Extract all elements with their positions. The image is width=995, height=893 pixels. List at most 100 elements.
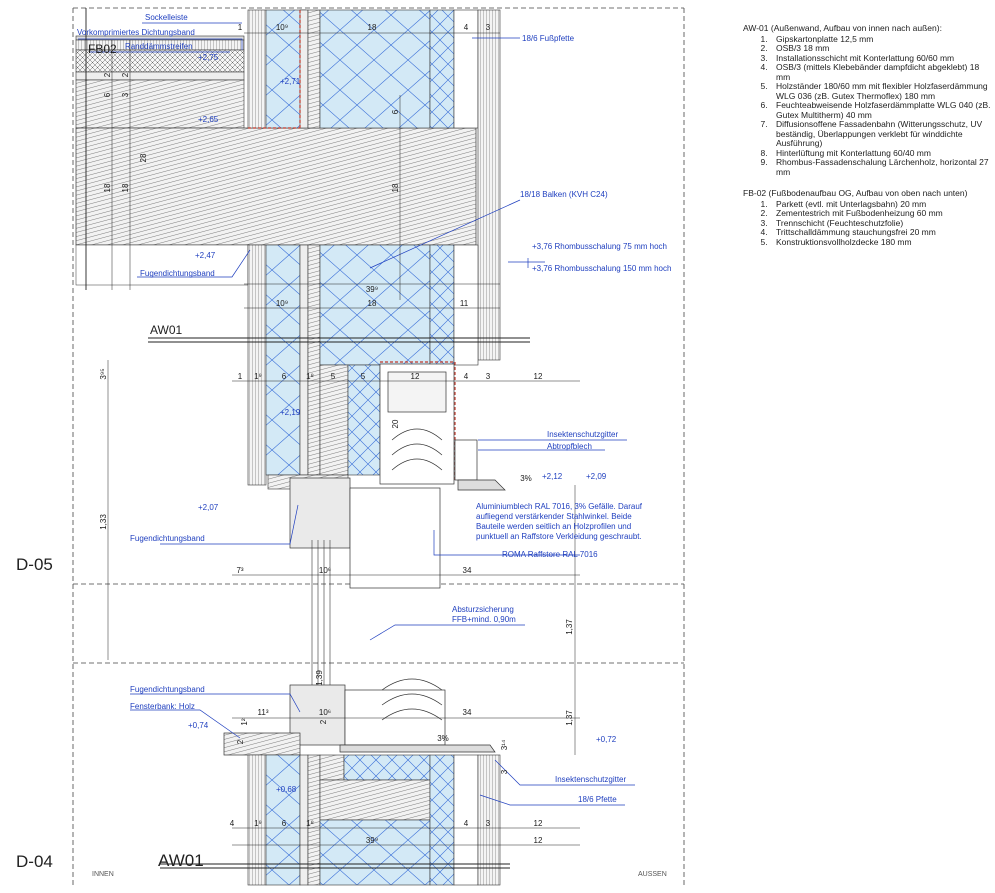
dim-row712-1: 11³ (258, 708, 269, 717)
dim-vleft-2: 2 (121, 72, 130, 77)
callout-abtropfblech: Abtropfblech (547, 442, 592, 451)
dim-row822-7: 12 (534, 819, 543, 828)
dimension-texts: 1 10⁹ 18 4 3 39⁹ 10⁹ 18 11 1 1⁹ 6 1⁸ 5 5… (99, 23, 574, 845)
dim-vleft-3: 6 (103, 92, 112, 97)
floor-slab-fb02 (75, 35, 477, 286)
legend-aw01-item: Gipskartonplatte 12,5 mm (770, 34, 991, 45)
legend-aw01-item: Rhombus-Fassadenschalung Lärchenholz, ho… (770, 157, 991, 177)
callout-randdaemmstreifen: Randdämmstreifen (125, 42, 193, 51)
level-271: +2,71 (280, 77, 301, 86)
callout-aluminium-3: Bauteile werden seitlich an Holzprofilen… (476, 522, 631, 531)
label-aussen: AUSSEN (638, 871, 667, 878)
label-d05: D-05 (16, 555, 53, 574)
level-212: +2,12 (542, 472, 563, 481)
leader-lines (78, 22, 635, 806)
dim-row822-3: 6 (282, 819, 287, 828)
dim-top-2: 10⁹ (276, 23, 288, 32)
dim-row377-10: 12 (534, 372, 543, 381)
dim-misc-8: 1,39 (315, 670, 324, 686)
dim-row570-3: 34 (463, 566, 472, 575)
legend-aw01-item: Installationsschicht mit Konterlattung 6… (770, 53, 991, 64)
callout-insektenschutz-top: Insektenschutzgitter (547, 430, 618, 439)
level-marks: +2,75 +2,71 +2,65 +2,47 +2,19 +2,12 +2,0… (188, 53, 617, 794)
dim-row377-7: 12 (411, 372, 420, 381)
dim-vleft-4: 3 (121, 92, 130, 97)
dim-row285: 39⁹ (366, 285, 378, 294)
legend-aw01-item: Holzständer 180/60 mm mit flexibler Holz… (770, 81, 991, 101)
dim-row377-1: 1 (238, 372, 243, 381)
dim-row377-3: 6 (282, 372, 287, 381)
dim-row836-1: 39⁹ (366, 836, 378, 845)
legend-fb02-item: Parkett (evtl. mit Unterlagsbahn) 20 mm (770, 199, 991, 210)
legend-fb02-title: FB-02 (Fußbodenaufbau OG, Aufbau von obe… (743, 188, 968, 198)
dim-vleft-6: 18 (103, 183, 112, 192)
legend-aw01-item: Hinterlüftung mit Konterlattung 60/40 mm (770, 148, 991, 159)
legend-fb02-list: Parkett (evtl. mit Unterlagsbahn) 20 mm … (743, 199, 991, 248)
legend-panel: AW-01 (Außenwand, Aufbau von innen nach … (743, 23, 991, 259)
label-innen: INNEN (92, 871, 114, 878)
dim-misc-14: 3¹⁴ (500, 739, 509, 750)
callout-sockelleiste: Sockelleiste (145, 13, 188, 22)
legend-fb02-item: Konstruktionsvollholzdecke 180 mm (770, 237, 991, 248)
dim-row822-4: 1⁸ (306, 819, 314, 828)
level-072: +0,72 (596, 735, 617, 744)
level-209: +2,09 (586, 472, 607, 481)
callout-fusspfette-top: 18/6 Fußpfette (522, 34, 575, 43)
label-aw01-upper: AW01 (150, 323, 183, 337)
label-d04: D-04 (16, 852, 53, 871)
wall-aw01-lower (247, 754, 501, 886)
callout-aluminium-2: aufliegend verstärkender Stahlwinkel. Be… (476, 512, 632, 521)
dim-row570-2: 10⁶ (319, 566, 331, 575)
dim-misc-12: 1² (240, 718, 249, 725)
dim-row570-1: 7³ (236, 566, 243, 575)
glazing (311, 540, 331, 690)
callout-balken: 18/18 Balken (KVH C24) (520, 190, 608, 199)
legend-aw01-list: Gipskartonplatte 12,5 mm OSB/3 18 mm Ins… (743, 34, 991, 178)
window-sill (223, 678, 496, 756)
dim-vleft-1: 2 (103, 72, 112, 77)
dim-row822-5: 4 (464, 819, 469, 828)
level-068: +0,68 (276, 785, 297, 794)
callout-pfette-bottom: 18/6 Pfette (578, 795, 617, 804)
dim-row377-8: 4 (464, 372, 469, 381)
dim-top-3: 18 (368, 23, 377, 32)
dim-vleft-7: 18 (121, 183, 130, 192)
dim-row712-3: 34 (463, 708, 472, 717)
callout-dichtungsband: Vorkomprimiertes Dichtungsband (77, 28, 195, 37)
dim-row300-2: 18 (368, 299, 377, 308)
callout-fensterbank: Fensterbank: Holz (130, 702, 195, 711)
dim-misc-15: 3 (500, 769, 509, 774)
callout-fugendichtungsband-3: Fugendichtungsband (130, 685, 205, 694)
callout-rhombus-75: +3,76 Rhombusschalung 75 mm hoch (532, 242, 667, 251)
callout-aluminium-1: Aluminiumblech RAL 7016, 3% Gefälle. Dar… (476, 502, 643, 511)
dim-row300-3: 11 (460, 299, 469, 308)
dim-misc-11: 2 (236, 739, 245, 744)
level-275: +2,75 (198, 53, 219, 62)
legend-fb02-item: Zementestrich mit Fußbodenheizung 60 mm (770, 208, 991, 219)
legend-fb02-item: Trittschalldämmung stauchungsfrei 20 mm (770, 227, 991, 238)
section-lines (85, 8, 530, 869)
dim-row377-5: 5 (331, 372, 336, 381)
legend-fb02-item: Trennschicht (Feuchteschutzfolie) (770, 218, 991, 229)
dim-misc-13: 2 (319, 719, 328, 724)
callout-fugendichtungsband-1: Fugendichtungsband (140, 269, 215, 278)
dim-row836-2: 12 (534, 836, 543, 845)
dim-row377-2: 1⁹ (254, 372, 262, 381)
dim-row377-6: 5 (361, 372, 366, 381)
callout-rhombus-150: +3,76 Rhombusschalung 150 mm hoch (532, 264, 671, 273)
label-aw01-lower: AW01 (158, 851, 204, 870)
callout-insektenschutz-bottom: Insektenschutzgitter (555, 775, 626, 784)
callout-fugendichtungsband-2: Fugendichtungsband (130, 534, 205, 543)
level-074: +0,74 (188, 721, 209, 730)
dim-row822-1: 4 (230, 819, 235, 828)
level-219: +2,19 (280, 408, 301, 417)
dimension-lines (107, 32, 580, 846)
dim-row300-1: 10⁹ (276, 299, 288, 308)
dim-row377-4: 1⁸ (306, 372, 314, 381)
dim-misc-9: 3% (520, 474, 532, 483)
legend-aw01-item: OSB/3 18 mm (770, 43, 991, 54)
dim-top-1: 1 (238, 23, 243, 32)
dim-misc-4: 6 (391, 109, 400, 114)
dim-misc-5: 20 (391, 419, 400, 428)
dim-vleft-5: 28 (139, 153, 148, 162)
